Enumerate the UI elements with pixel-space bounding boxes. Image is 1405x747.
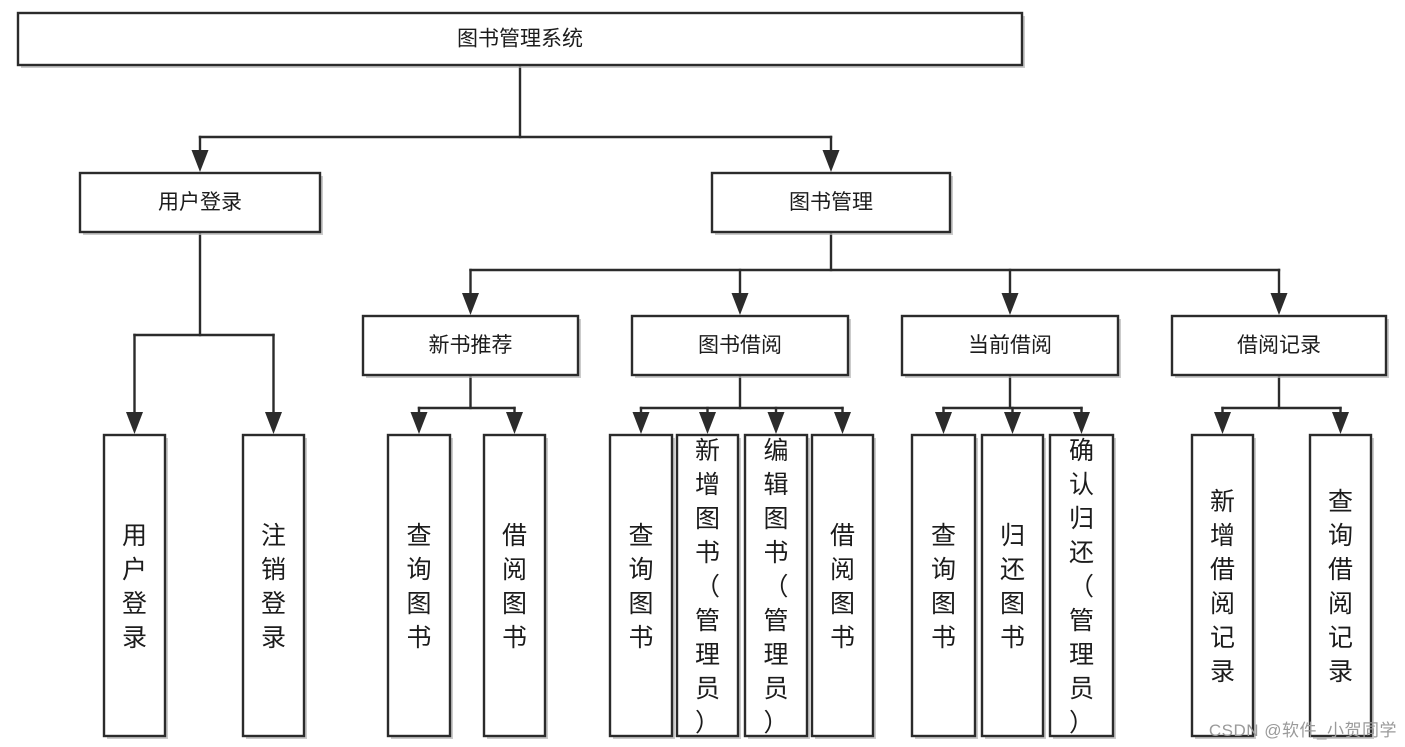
- connector-group-root: [191, 63, 840, 172]
- node-box[interactable]: [710, 171, 952, 234]
- node-label: 新书推荐: [429, 334, 513, 357]
- node-label: 查询图书: [931, 522, 956, 652]
- node-leaf_logout[interactable]: 注销登录: [241, 433, 307, 739]
- node-leaf_add_record[interactable]: 新增借阅记录: [1190, 433, 1256, 739]
- node-leaf_edit_book[interactable]: 编辑图书（管理员）: [743, 433, 810, 739]
- node-leaf_confirm_return[interactable]: 确认归还（管理员）: [1048, 433, 1116, 739]
- node-leaf_user_login[interactable]: 用户登录: [102, 433, 168, 739]
- connector-group-n_records: [1214, 373, 1349, 434]
- node-label: 新增借阅记录: [1210, 488, 1235, 686]
- node-label: 新增图书（管理员）: [695, 437, 720, 737]
- node-label: 图书借阅: [698, 334, 782, 357]
- node-label: 确认归还（管理员）: [1069, 437, 1094, 737]
- connector-group-n_user_login: [126, 230, 282, 434]
- node-label: 借阅图书: [502, 522, 527, 652]
- node-box[interactable]: [910, 433, 977, 738]
- node-label: 借阅图书: [830, 522, 855, 652]
- node-box[interactable]: [241, 433, 306, 738]
- node-label: 借阅记录: [1237, 334, 1321, 357]
- node-label: 用户登录: [122, 522, 147, 652]
- node-root[interactable]: 图书管理系统: [16, 11, 1025, 68]
- node-leaf_query_record[interactable]: 查询借阅记录: [1308, 433, 1374, 739]
- connector-group-n_new_book: [410, 373, 523, 434]
- node-box[interactable]: [675, 433, 740, 738]
- node-n_new_book[interactable]: 新书推荐: [361, 314, 581, 378]
- watermark-label: CSDN @软件_小贺同学: [1208, 721, 1397, 740]
- connector-group-n_current: [935, 373, 1090, 434]
- node-box[interactable]: [78, 171, 322, 234]
- node-leaf_query_book_2[interactable]: 查询图书: [608, 433, 675, 739]
- node-box[interactable]: [980, 433, 1045, 738]
- node-label: 归还图书: [1000, 522, 1025, 652]
- node-label: 注销登录: [261, 522, 286, 652]
- node-leaf_return_book[interactable]: 归还图书: [980, 433, 1046, 739]
- node-leaf_borrow_book_2[interactable]: 借阅图书: [810, 433, 876, 739]
- node-label: 查询图书: [406, 522, 431, 652]
- node-box[interactable]: [1048, 433, 1115, 738]
- node-label: 编辑图书（管理员）: [763, 437, 788, 737]
- node-n_user_login[interactable]: 用户登录: [78, 171, 323, 235]
- node-n_borrow[interactable]: 图书借阅: [630, 314, 851, 378]
- connector-group-n_book_mgmt: [462, 230, 1288, 315]
- node-layer: 图书管理系统用户登录图书管理新书推荐图书借阅当前借阅借阅记录用户登录注销登录查询…: [16, 11, 1389, 739]
- node-label: 图书管理系统: [457, 28, 583, 51]
- node-label: 查询借阅记录: [1328, 488, 1353, 686]
- node-box[interactable]: [1308, 433, 1373, 738]
- node-box[interactable]: [386, 433, 452, 738]
- node-label: 查询图书: [628, 522, 653, 652]
- node-label: 当前借阅: [968, 334, 1052, 357]
- node-leaf_borrow_book_1[interactable]: 借阅图书: [482, 433, 548, 739]
- node-n_records[interactable]: 借阅记录: [1170, 314, 1389, 378]
- node-box[interactable]: [608, 433, 674, 738]
- node-box[interactable]: [16, 11, 1024, 67]
- node-box[interactable]: [102, 433, 167, 738]
- node-label: 用户登录: [158, 191, 242, 214]
- node-n_current[interactable]: 当前借阅: [900, 314, 1121, 378]
- node-box[interactable]: [1190, 433, 1255, 738]
- node-box[interactable]: [810, 433, 875, 738]
- node-label: 图书管理: [789, 191, 873, 214]
- edge-layer: [126, 63, 1349, 434]
- node-box[interactable]: [743, 433, 809, 738]
- connector-group-n_borrow: [632, 373, 851, 434]
- node-leaf_query_book_1[interactable]: 查询图书: [386, 433, 453, 739]
- node-box[interactable]: [1170, 314, 1388, 377]
- node-leaf_add_book[interactable]: 新增图书（管理员）: [675, 433, 741, 739]
- node-box[interactable]: [361, 314, 580, 377]
- node-box[interactable]: [630, 314, 850, 377]
- node-box[interactable]: [900, 314, 1120, 377]
- node-n_book_mgmt[interactable]: 图书管理: [710, 171, 953, 235]
- node-leaf_query_book_3[interactable]: 查询图书: [910, 433, 978, 739]
- node-box[interactable]: [482, 433, 547, 738]
